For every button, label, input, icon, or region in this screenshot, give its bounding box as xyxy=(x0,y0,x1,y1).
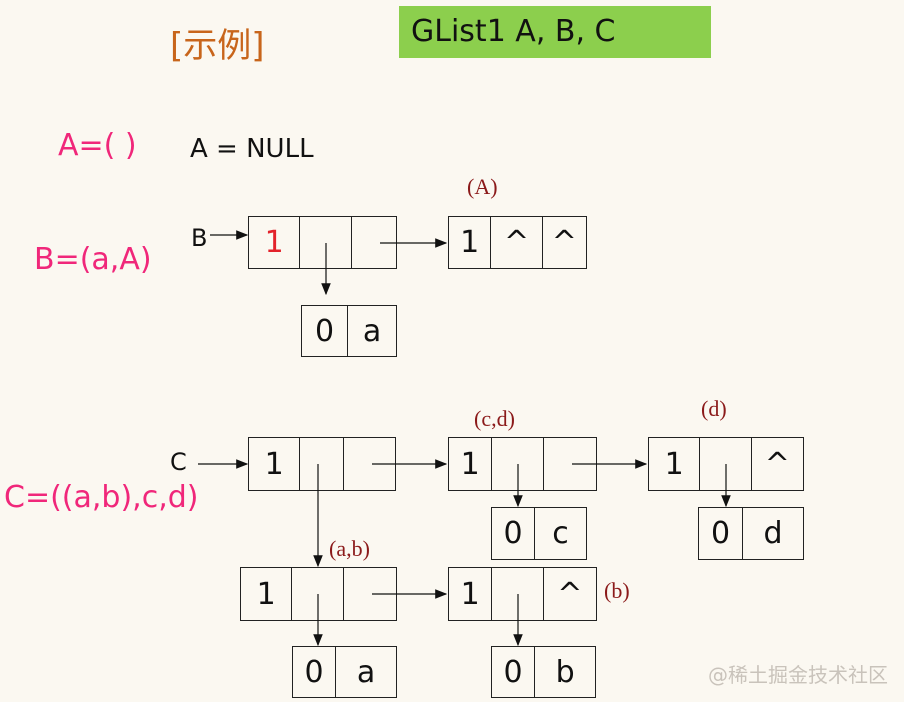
hp-cell xyxy=(700,438,752,490)
page-title: [示例] xyxy=(170,26,265,66)
pointer-b-label: B xyxy=(191,224,208,252)
tag-cell: 1 xyxy=(449,568,493,620)
a-null-label: A = NULL xyxy=(190,134,314,164)
tag-cell: 0 xyxy=(293,647,337,697)
tag-cell: 1 xyxy=(249,217,301,268)
tag-cell: 1 xyxy=(241,568,293,620)
atom-node-a2: 0 a xyxy=(292,646,397,698)
atom-cell: d xyxy=(763,516,783,551)
hp-cell xyxy=(300,217,352,268)
c-definition: C=((a,b),c,d) xyxy=(4,480,199,515)
a-definition: A=( ) xyxy=(58,128,137,163)
tp-cell: ^ xyxy=(551,225,577,260)
tag-cell: 1 xyxy=(449,217,492,268)
hp-cell xyxy=(492,568,544,620)
hp-cell: ^ xyxy=(491,217,543,268)
glist-banner: GList1 A, B, C xyxy=(399,6,711,58)
atom-node-a: 0 a xyxy=(301,305,397,357)
annotation-cd: (c,d) xyxy=(474,406,515,431)
atom-node-d: 0 d xyxy=(698,507,804,560)
hp-cell xyxy=(300,438,344,490)
tag-cell: 0 xyxy=(492,647,536,697)
tp-cell: ^ xyxy=(764,446,790,482)
atom-node-c: 0 c xyxy=(491,507,587,560)
atom-cell: a xyxy=(356,654,376,690)
list-node-b: 1 ^ xyxy=(448,567,597,621)
list-node-a-empty: 1 ^ ^ xyxy=(448,216,587,269)
annotation-A: (A) xyxy=(467,174,498,199)
annotation-d: (d) xyxy=(701,396,727,421)
tp-cell: ^ xyxy=(557,576,583,612)
tag-cell: 0 xyxy=(492,508,536,559)
annotation-b: (b) xyxy=(604,578,630,603)
hp-cell xyxy=(492,438,544,490)
atom-cell: c xyxy=(552,516,569,551)
watermark: @稀土掘金技术社区 xyxy=(708,663,888,687)
b-definition: B=(a,A) xyxy=(34,242,152,277)
tag-cell: 0 xyxy=(699,508,744,559)
atom-cell: b xyxy=(555,654,575,690)
list-node-d: 1 ^ xyxy=(648,437,804,491)
tag-cell: 1 xyxy=(449,438,493,490)
annotation-ab: (a,b) xyxy=(329,536,370,561)
pointer-c-label: C xyxy=(170,448,187,476)
tag-cell: 1 xyxy=(249,438,301,490)
atom-node-b: 0 b xyxy=(491,646,596,698)
tag-cell: 1 xyxy=(649,438,701,490)
hp-cell xyxy=(292,568,344,620)
tag-cell: 0 xyxy=(302,306,349,356)
atom-cell: a xyxy=(362,313,382,349)
